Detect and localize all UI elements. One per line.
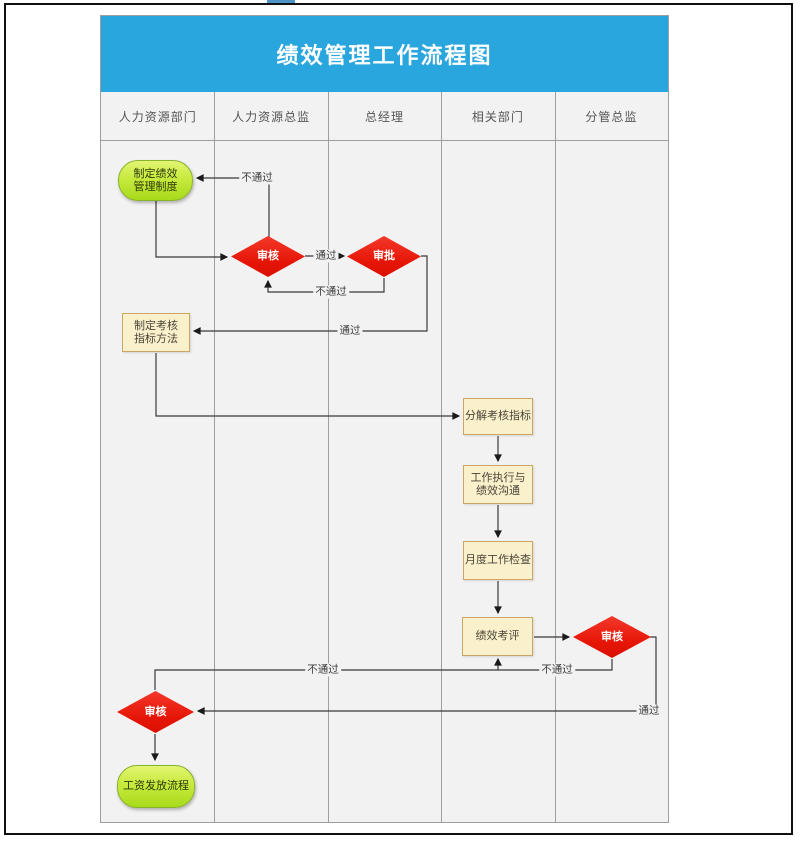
node-task-method: 制定考核 指标方法	[122, 313, 190, 352]
lane-header-supervising-director: 分管总监	[585, 109, 638, 124]
lane-divider	[555, 92, 556, 822]
edge-label-pass: 通过	[636, 704, 662, 718]
node-task-decompose: 分解考核指标	[463, 398, 533, 435]
edge-label-fail: 不通过	[313, 285, 349, 299]
lane-header-hr-department: 人力资源部门	[118, 109, 197, 124]
lane-divider	[441, 92, 442, 822]
node-start-terminal: 制定绩效 管理制度	[118, 160, 193, 201]
lane-header-row: 人力资源部门 人力资源总监 总经理 相关部门 分管总监	[101, 92, 668, 141]
edge-label-fail: 不通过	[539, 663, 575, 677]
top-tab-marker	[267, 0, 295, 3]
node-task-evaluation: 绩效考评	[462, 617, 533, 656]
diagram-title: 绩效管理工作流程图	[276, 43, 493, 68]
lane-divider	[214, 92, 215, 822]
node-end-terminal: 工资发放流程	[117, 765, 195, 808]
node-task-monthly-check: 月度工作检查	[463, 541, 533, 580]
diagram-title-bar: 绩效管理工作流程图	[101, 16, 668, 92]
edge-label-fail: 不通过	[305, 663, 341, 677]
lane-header-general-manager: 总经理	[365, 109, 405, 124]
edge-label-pass: 通过	[337, 324, 363, 338]
lane-header-related-departments: 相关部门	[471, 109, 524, 124]
lane-divider	[328, 92, 329, 822]
lane-header-hr-director: 人力资源总监	[232, 109, 311, 124]
node-task-execute: 工作执行与 绩效沟通	[463, 465, 533, 504]
edge-label-pass: 通过	[313, 249, 339, 263]
edge-label-fail: 不通过	[239, 171, 275, 185]
swimlane-diagram: 绩效管理工作流程图 人力资源部门 人力资源总监 总经理 相关部门 分管总监	[100, 15, 669, 823]
